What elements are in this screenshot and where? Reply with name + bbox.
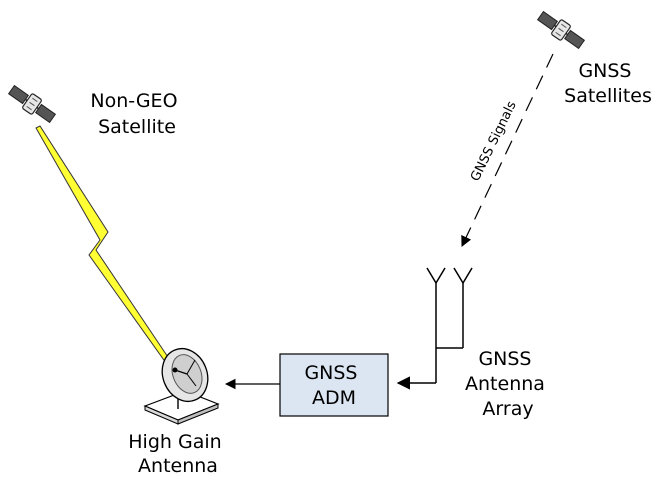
gnss-adm-label-line-2: ADM [312, 387, 356, 409]
gnss-adm-label-line-1: GNSS [304, 362, 357, 384]
gnss-antenna-array-label-line-2: Antenna [465, 373, 545, 395]
gnss-satellite-icon [536, 10, 586, 50]
non-geo-satellite-label-line-1: Non-GEO [90, 90, 177, 112]
gnss-satellites-label-line-2: Satellites [564, 85, 652, 107]
high-gain-antenna-label-line-1: High Gain [128, 431, 221, 453]
non-geo-satellite-label: Non-GEO Satellite [90, 90, 183, 138]
gnss-satellites-label: GNSS Satellites [564, 60, 652, 107]
high-gain-antenna-icon [143, 347, 220, 425]
gnss-signal-arrow [461, 53, 554, 247]
high-gain-antenna-label: High Gain Antenna [128, 431, 227, 477]
non-geo-satellite-label-line-2: Satellite [98, 116, 176, 138]
antenna-array-icon [396, 267, 473, 390]
non-geo-satellite-icon [7, 84, 57, 124]
gnss-adm-box [279, 353, 389, 417]
lightning-link-icon [35, 125, 181, 378]
gnss-antenna-array-label-line-1: GNSS [478, 348, 531, 370]
gnss-satellites-label-line-1: GNSS [578, 60, 631, 82]
gnss-antenna-array-label: GNSS Antenna Array [465, 348, 551, 420]
gnss-adm-label: GNSS ADM [304, 362, 363, 409]
high-gain-antenna-label-line-2: Antenna [138, 455, 218, 477]
gnss-antenna-array-label-line-3: Array [482, 398, 533, 420]
